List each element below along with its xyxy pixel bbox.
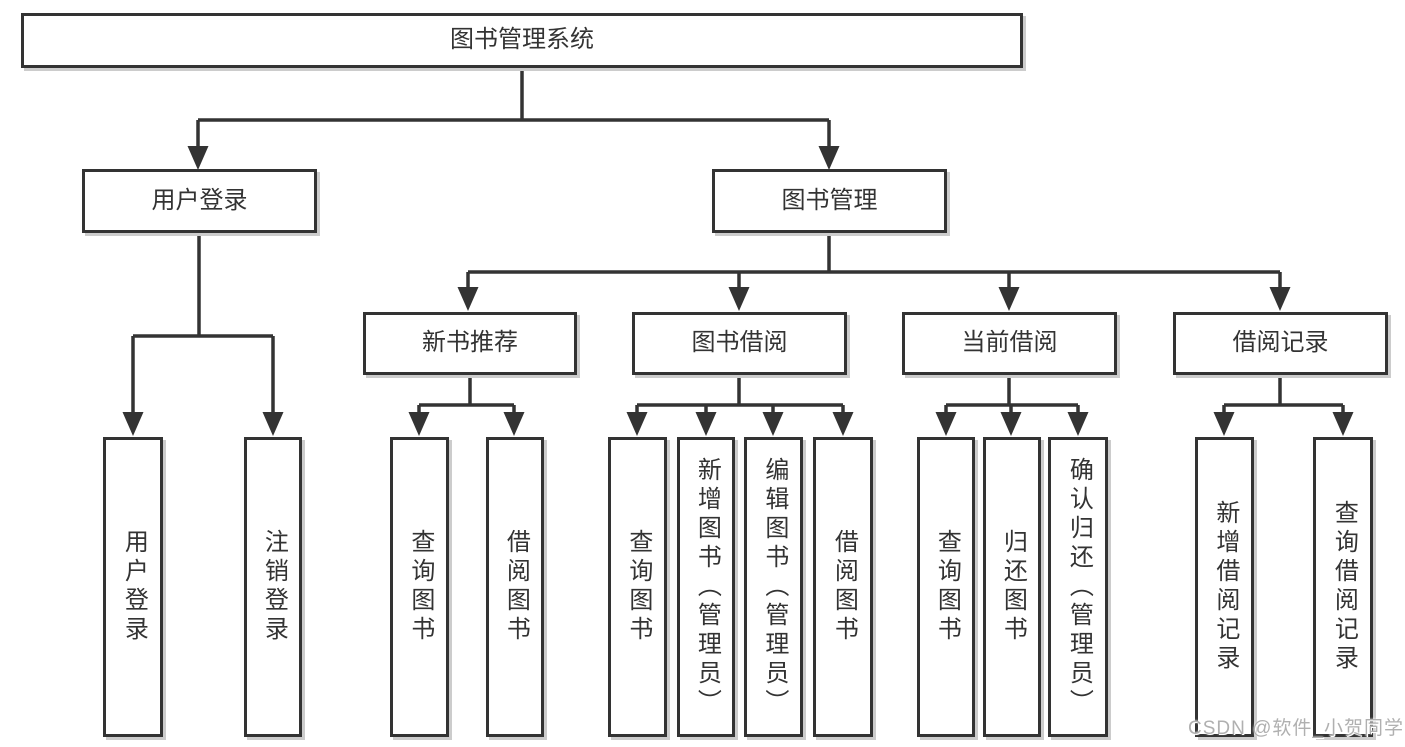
leaf-edit-book-admin: 编辑图书（管理员） bbox=[744, 437, 803, 737]
node-book-management: 图书管理 bbox=[712, 169, 947, 233]
leaf-borrow-query-book: 查询图书 bbox=[608, 437, 667, 737]
node-user-login: 用户登录 bbox=[82, 169, 317, 233]
node-borrow-records: 借阅记录 bbox=[1173, 312, 1388, 375]
leaf-recommend-borrow-book: 借阅图书 bbox=[486, 437, 544, 737]
node-book-borrow: 图书借阅 bbox=[632, 312, 847, 375]
leaf-logout-login: 注销登录 bbox=[244, 437, 302, 737]
node-root-library-management-system: 图书管理系统 bbox=[21, 13, 1023, 68]
leaf-return-book: 归还图书 bbox=[983, 437, 1041, 737]
leaf-borrow-book: 借阅图书 bbox=[813, 437, 873, 737]
leaf-user-login: 用户登录 bbox=[103, 437, 163, 737]
leaf-recommend-query-book: 查询图书 bbox=[390, 437, 449, 737]
watermark: CSDN @软件_小贺同学 bbox=[1188, 718, 1404, 739]
leaf-add-book-admin: 新增图书（管理员） bbox=[677, 437, 735, 737]
leaf-add-borrow-record: 新增借阅记录 bbox=[1195, 437, 1254, 737]
leaf-confirm-return-admin: 确认归还（管理员） bbox=[1048, 437, 1108, 737]
leaf-query-borrow-record: 查询借阅记录 bbox=[1313, 437, 1373, 737]
node-current-borrow: 当前借阅 bbox=[902, 312, 1117, 375]
node-new-book-recommend: 新书推荐 bbox=[363, 312, 577, 375]
leaf-current-query-book: 查询图书 bbox=[917, 437, 975, 737]
connector-segments bbox=[131, 66, 1345, 416]
arrowhead-icons bbox=[122, 146, 1354, 436]
